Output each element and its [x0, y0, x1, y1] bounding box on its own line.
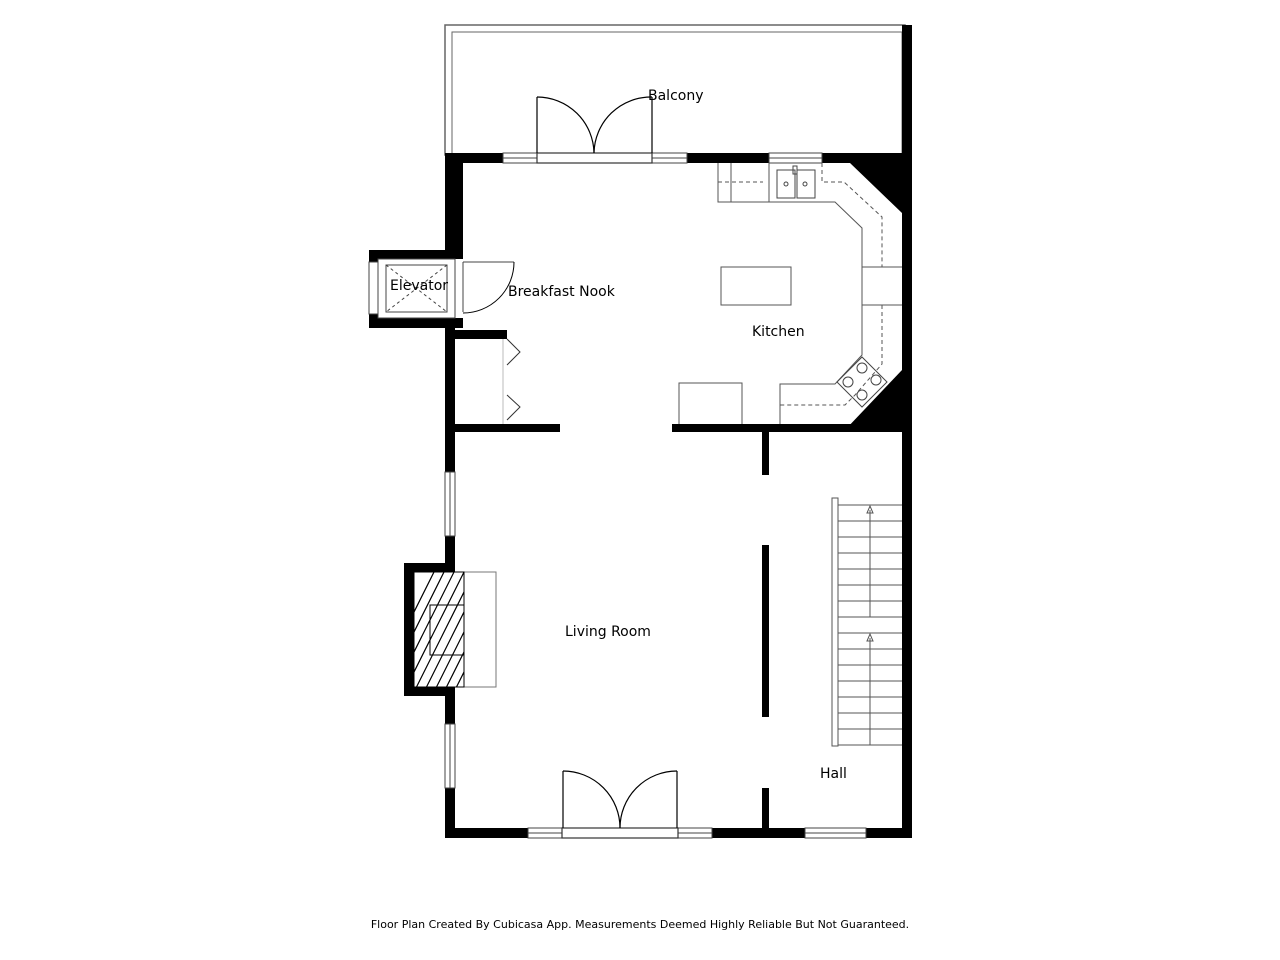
living-room-double-door — [561, 770, 679, 839]
footer-disclaimer: Floor Plan Created By Cubicasa App. Meas… — [370, 918, 910, 931]
kitchen-counters — [678, 163, 902, 424]
stove — [836, 356, 888, 408]
room-label-kitchen: Kitchen — [752, 324, 805, 340]
room-label-breakfast-nook: Breakfast Nook — [508, 284, 615, 300]
room-label-elevator: Elevator — [390, 278, 449, 294]
walls — [369, 25, 912, 838]
staircase — [831, 497, 902, 747]
kitchen-sink — [776, 165, 816, 199]
room-label-living-room: Living Room — [565, 624, 651, 640]
closet-bifold-door — [502, 338, 521, 424]
windows — [368, 152, 867, 839]
room-label-hall: Hall — [820, 766, 847, 782]
room-label-balcony: Balcony — [648, 88, 704, 104]
balcony-double-door — [536, 96, 653, 164]
elevator-shaft — [377, 258, 515, 319]
kitchen-island — [720, 266, 792, 306]
fireplace — [413, 571, 497, 688]
